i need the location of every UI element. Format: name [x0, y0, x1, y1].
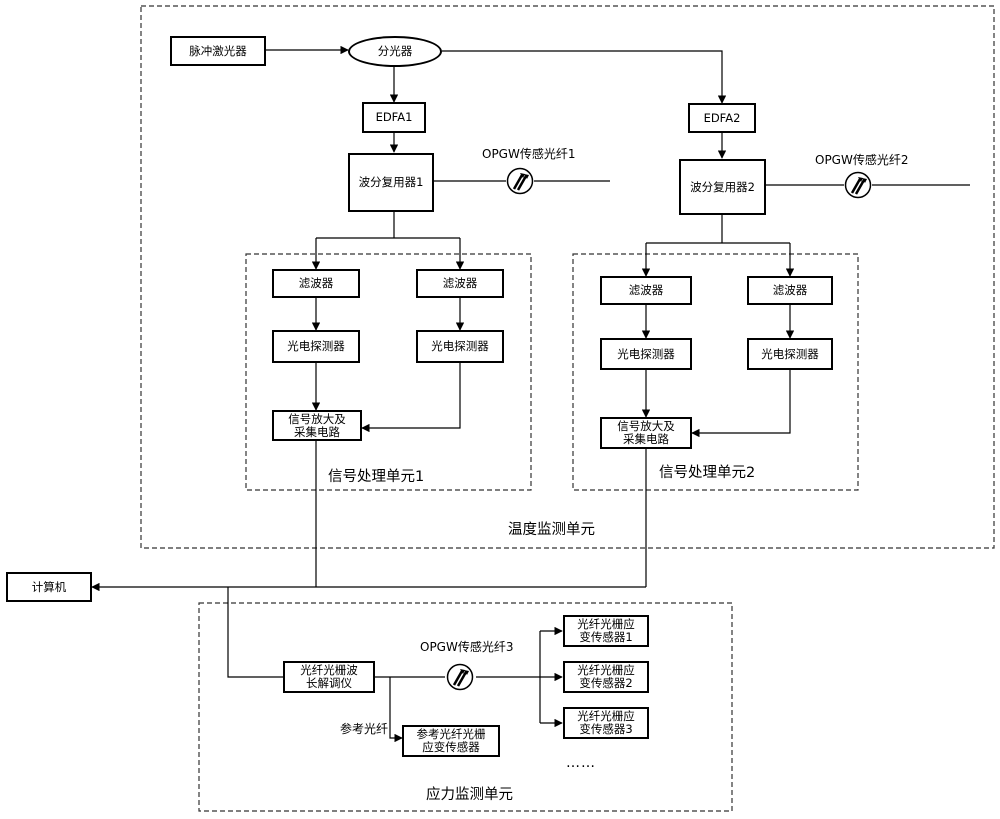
filter-box: 滤波器 [600, 276, 692, 305]
wdm1-box: 波分复用器1 [348, 153, 434, 212]
amplifier-acquisition-box: 信号放大及 采集电路 [600, 417, 692, 449]
signal-unit-2-border [572, 253, 859, 491]
edfa1-box: EDFA1 [362, 102, 426, 133]
photodetector-box: 光电探测器 [747, 338, 833, 370]
fiber-coupler-icon [446, 663, 474, 691]
temperature-unit-border [140, 5, 995, 549]
signal-unit-1-border [245, 253, 532, 491]
edfa2-box: EDFA2 [688, 103, 756, 133]
opgw-fiber-1-label: OPGW传感光纤1 [482, 147, 576, 161]
pulse-laser-box: 脉冲激光器 [170, 36, 266, 66]
filter-box: 滤波器 [747, 276, 833, 305]
stress-unit-label: 应力监测单元 [426, 787, 513, 803]
fiber-coupler-icon [506, 167, 534, 195]
fbg-demodulator-box: 光纤光栅波 长解调仪 [283, 661, 375, 693]
computer-box: 计算机 [6, 572, 92, 602]
fiber-coupler-icon [844, 171, 872, 199]
photodetector-box: 光电探测器 [416, 330, 504, 363]
wdm2-box: 波分复用器2 [679, 159, 766, 215]
signal-unit-1-label: 信号处理单元1 [328, 469, 425, 485]
splitter-oval: 分光器 [348, 36, 442, 67]
more-sensors-ellipsis: …… [566, 755, 596, 771]
filter-box: 滤波器 [416, 269, 504, 298]
temperature-unit-label: 温度监测单元 [508, 522, 595, 538]
fbg-strain-sensor-3-box: 光纤光栅应 变传感器3 [563, 707, 649, 739]
opgw-fiber-3-label: OPGW传感光纤3 [420, 640, 514, 654]
reference-fiber-label: 参考光纤 [340, 722, 389, 736]
filter-box: 滤波器 [272, 269, 360, 298]
photodetector-box: 光电探测器 [272, 330, 360, 363]
photodetector-box: 光电探测器 [600, 338, 692, 370]
opgw-fiber-2-label: OPGW传感光纤2 [815, 153, 909, 167]
reference-fbg-sensor-box: 参考光纤光栅 应变传感器 [402, 725, 500, 757]
fbg-strain-sensor-2-box: 光纤光栅应 变传感器2 [563, 661, 649, 693]
signal-unit-2-label: 信号处理单元2 [659, 465, 756, 481]
amplifier-acquisition-box: 信号放大及 采集电路 [272, 410, 362, 441]
fbg-strain-sensor-1-box: 光纤光栅应 变传感器1 [563, 615, 649, 647]
stress-unit-border [198, 602, 733, 812]
